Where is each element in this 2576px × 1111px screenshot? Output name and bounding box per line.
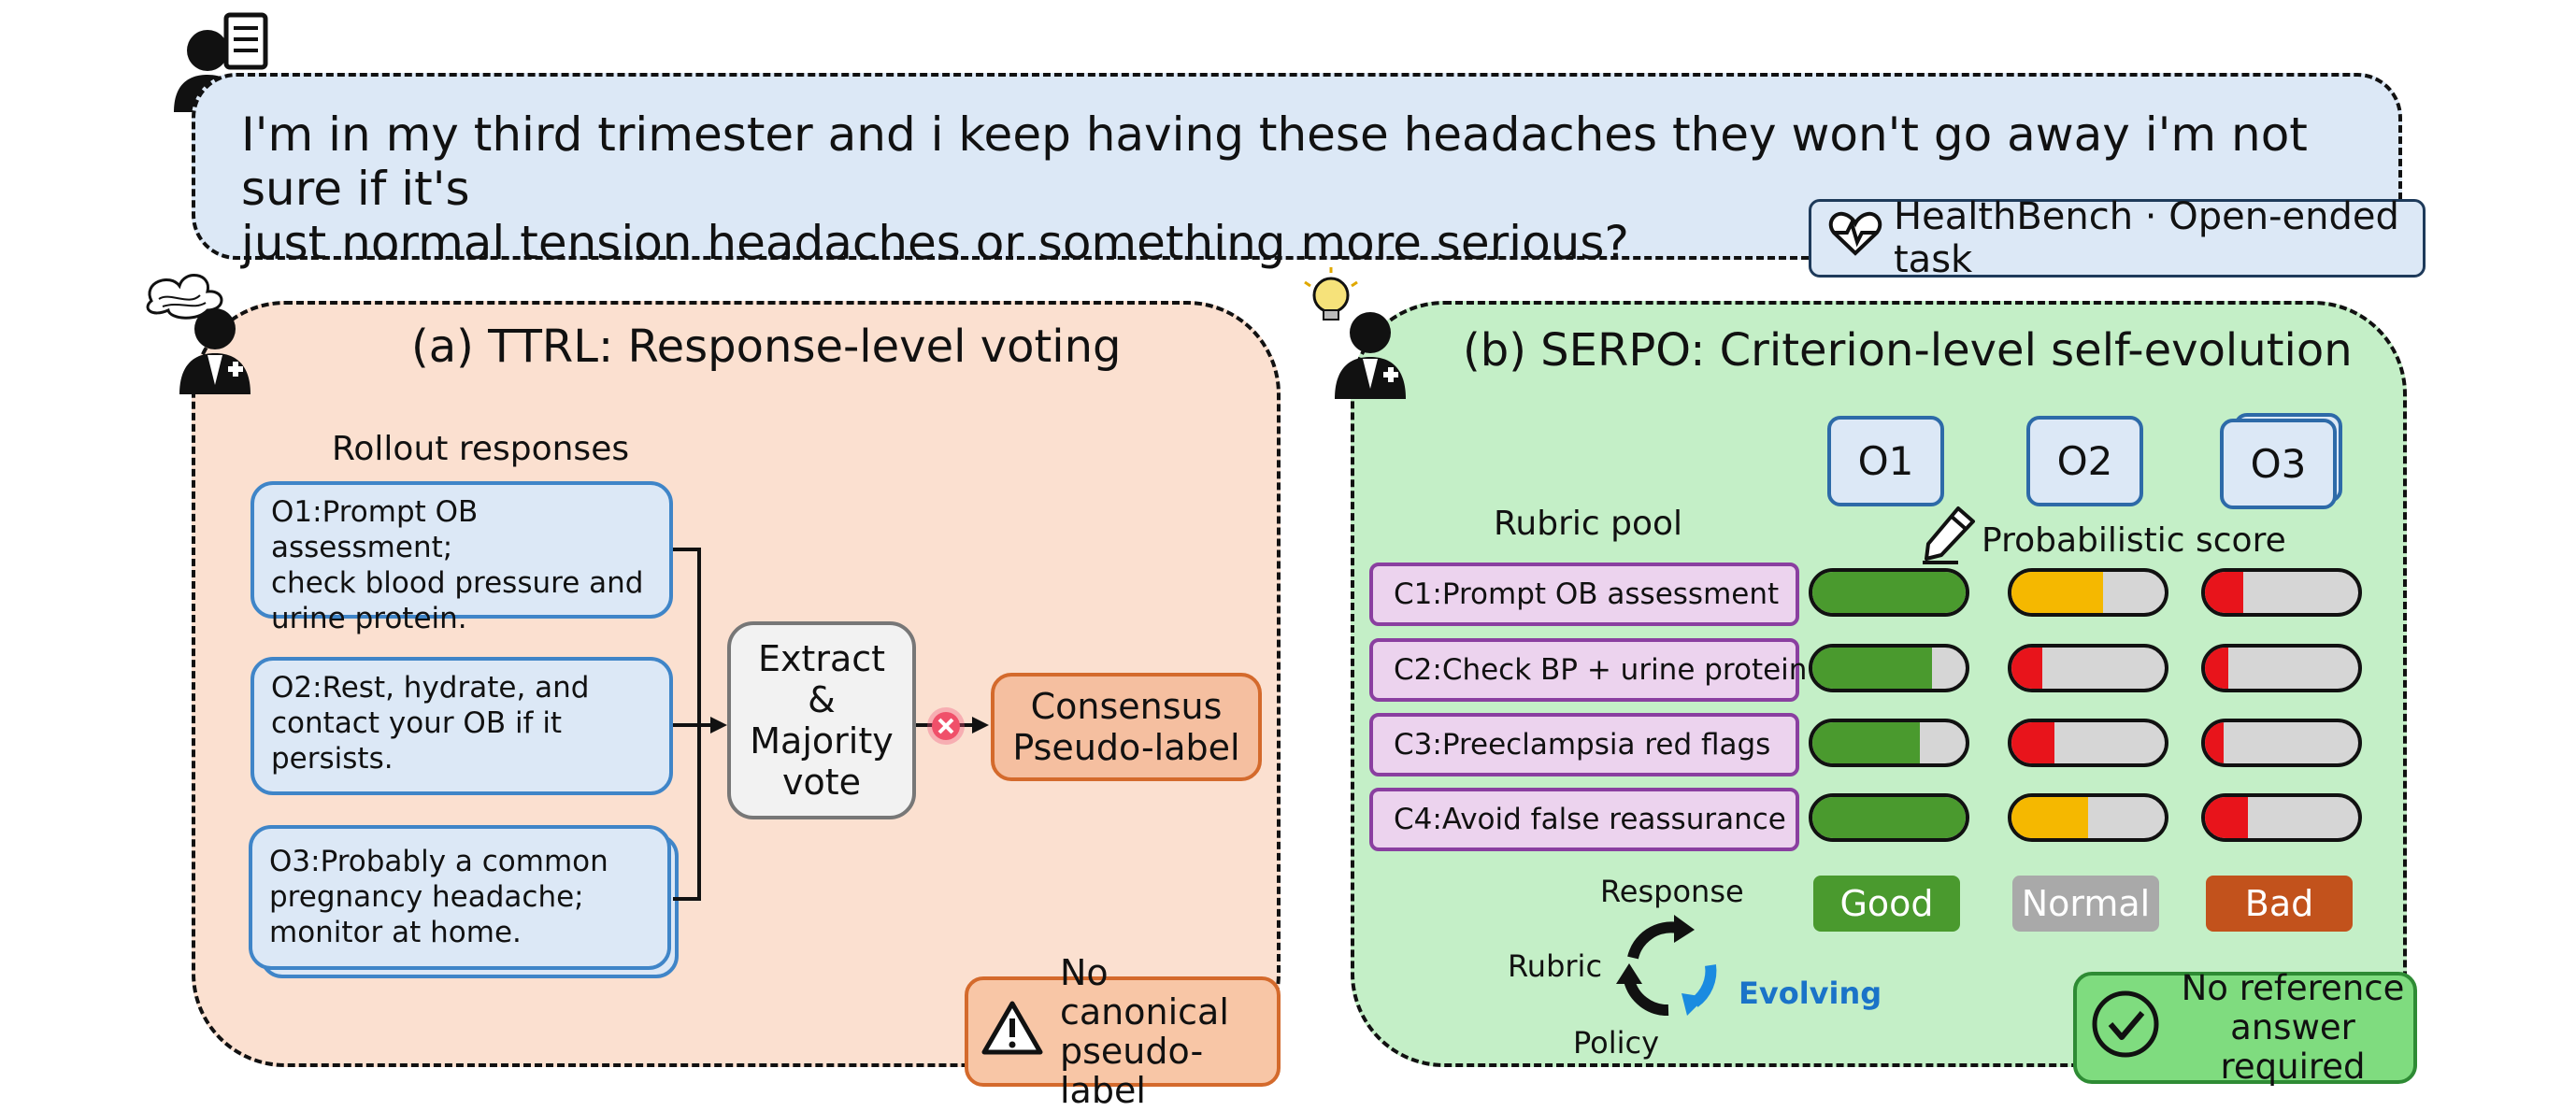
score-bar — [2201, 719, 2362, 767]
cycle-evolving-label: Evolving — [1739, 976, 1882, 1011]
score-bar — [2201, 793, 2362, 842]
criterion-c4: C4:Avoid false reassurance — [1369, 788, 1799, 851]
criterion-c2: C2:Check BP + urine protein — [1369, 638, 1807, 702]
score-bar-fill — [2205, 722, 2224, 763]
score-bar-fill — [1812, 722, 1920, 763]
warning-triangle-icon — [981, 1000, 1043, 1063]
score-bar — [2008, 719, 2168, 767]
legend-normal: Normal — [2012, 876, 2159, 932]
score-bar — [1809, 793, 1969, 842]
criterion-c3: C3:Preeclampsia red flags — [1369, 713, 1799, 776]
output-o1: O1 — [1827, 416, 1944, 506]
score-bar-fill — [1812, 797, 1966, 838]
cycle-rubric-label: Rubric — [1508, 948, 1603, 984]
rubric-pool-label: Rubric pool — [1494, 505, 1683, 543]
panel-a-title: (a) TTRL: Response-level voting — [411, 320, 1122, 373]
score-bar-fill — [2205, 797, 2248, 838]
pencil-icon — [1921, 505, 1979, 565]
legend-bad: Bad — [2206, 876, 2353, 932]
score-bar — [1809, 644, 1969, 692]
score-bar — [2201, 644, 2362, 692]
legend-good: Good — [1813, 876, 1960, 932]
score-bar-fill — [2011, 722, 2054, 763]
score-bar-fill — [2205, 648, 2228, 689]
score-bar — [1809, 719, 1969, 767]
score-bar — [2008, 644, 2168, 692]
score-bar-fill — [2011, 572, 2104, 613]
score-bar — [2008, 568, 2168, 617]
score-bar-fill — [1812, 648, 1932, 689]
cycle-arrows-icon — [1612, 911, 1729, 1028]
score-bar — [2008, 793, 2168, 842]
lightbulb-doctor-icon — [1297, 264, 1419, 399]
criterion-c1: C1:Prompt OB assessment — [1369, 563, 1799, 626]
score-bar-fill — [2011, 648, 2042, 689]
heart-pulse-icon — [1828, 210, 1882, 266]
panel-b-title: (b) SERPO: Criterion-level self-evolutio… — [1463, 324, 2353, 377]
score-bar-fill — [2205, 572, 2243, 613]
response-o1: O1:Prompt OB assessment;check blood pres… — [250, 481, 673, 635]
score-bar — [2201, 568, 2362, 617]
x-circle-icon — [925, 705, 966, 747]
probabilistic-score-label: Probabilistic score — [1982, 521, 2286, 560]
check-circle-icon — [2090, 989, 2161, 1068]
score-bar-fill — [1812, 572, 1966, 613]
task-tag: HealthBench · Open-ended task — [1809, 195, 2426, 281]
cycle-response-label: Response — [1600, 874, 1744, 909]
question-text: I'm in my third trimester and i keep hav… — [241, 107, 2308, 270]
confused-doctor-icon — [142, 264, 264, 394]
output-o2: O2 — [2026, 416, 2143, 506]
output-o3: O3 — [2220, 419, 2337, 509]
cycle-policy-label: Policy — [1573, 1025, 1660, 1061]
score-bar-fill — [2011, 797, 2088, 838]
score-bar — [1809, 568, 1969, 617]
rollout-label: Rollout responses — [332, 430, 630, 468]
